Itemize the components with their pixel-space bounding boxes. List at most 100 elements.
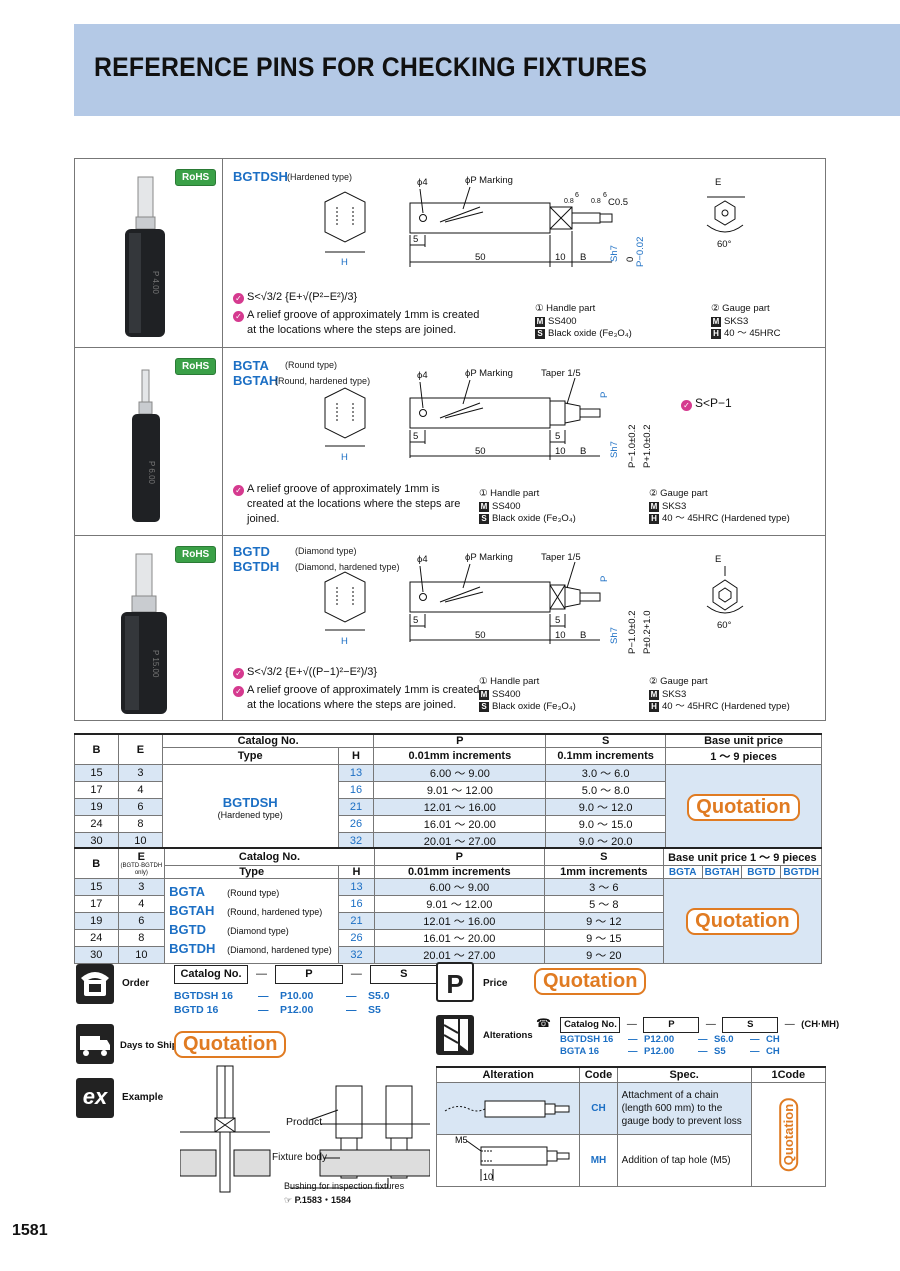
col-price: Base unit price	[665, 733, 822, 748]
table-row: CH Attachment of a chain (length 600 mm)…	[435, 1081, 827, 1187]
dim-5: 5	[413, 234, 418, 245]
dim-b: B	[580, 252, 586, 263]
alterations-table: Alteration Code Spec. 1Code CH Attachmen…	[435, 1066, 827, 1187]
alt-box-p: P	[643, 1017, 700, 1033]
dim-50: 50	[475, 252, 486, 263]
dim-p1: P−1.0±0.2	[627, 610, 638, 654]
quotation-badge: Quotation	[686, 907, 799, 935]
days-to-ship-label: Days to Ship	[120, 1040, 178, 1051]
dim-p: P	[599, 392, 610, 398]
page-number: 1581	[12, 1222, 48, 1239]
product-row-bgta: RoHS P 6.00 BGTA (Round type) BGTAH (Rou…	[75, 348, 825, 536]
quotation-badge: Quotation	[534, 968, 647, 995]
products-box: RoHS P 4.00 BGTDSH (Hardened type) H	[74, 158, 826, 721]
photo-marking: P 4.00	[151, 271, 160, 295]
col-price: Base unit price 1 ～ 9 pieces	[662, 847, 823, 866]
fixture-body-label: Fixture body	[272, 1152, 328, 1163]
alterations-label: Alterations	[483, 1030, 533, 1041]
dim-5a: 5	[413, 615, 418, 626]
note-mark-icon: ✓	[233, 668, 244, 679]
dim-50: 50	[475, 630, 486, 641]
note-line-1: ✓A relief groove of approximately 1mm is…	[233, 309, 479, 322]
dim-taper: Taper 1/5	[541, 552, 581, 563]
series-sub-bgtd: (Diamond type)	[295, 546, 357, 556]
col-p: P	[373, 733, 547, 748]
series-sub-bgtdsh: (Hardened type)	[287, 172, 353, 182]
rohs-badge: RoHS	[175, 169, 217, 186]
alt-example-1: BGTDSH 16—P12.00—S6.0—CH	[560, 1034, 780, 1045]
dim-p-zero: 0	[625, 257, 636, 262]
order-label: Order	[122, 978, 150, 989]
order-box-s: S	[369, 965, 438, 984]
pin-photo-bgtd: P 15.00	[121, 553, 167, 714]
spec-table-bgtdsh: B E Catalog No. P S Base unit price Type…	[74, 733, 822, 850]
alt-example-2: BGTA 16—P12.00—S5—CH	[560, 1046, 780, 1057]
drawing-bgtd: H ϕ4 ϕP Marking Taper 1/5 P 5 50	[324, 552, 744, 654]
dim-phip: ϕP Marking	[465, 175, 513, 186]
col-p: P	[373, 847, 545, 866]
series-code-bgtdsh: BGTDSH	[233, 169, 288, 184]
dim-p-tol: P−0.02	[635, 237, 646, 267]
pin-photo-bgtdsh: P 4.00	[125, 176, 165, 337]
dim-e: E	[715, 177, 721, 188]
example-label: Example	[122, 1092, 164, 1103]
dim-e: E	[715, 554, 721, 565]
formula-line: ✓S<√3/2 {E+√((P−1)²−E²)/3}	[233, 666, 377, 679]
dim-h: H	[341, 257, 348, 268]
col-b: B	[74, 847, 119, 879]
dim-5b: 5	[555, 615, 560, 626]
price-icon: P	[436, 962, 474, 1002]
col-s: S	[543, 847, 664, 866]
dim-phi4: ϕ4	[417, 370, 428, 381]
product-row-bgtdsh: RoHS P 4.00 BGTDSH (Hardened type) H	[75, 159, 825, 348]
note-mark-icon: ✓	[681, 400, 692, 411]
page-reference-link[interactable]: ☞ P.1583・1584	[284, 1195, 351, 1205]
formula-line: ✓S<P−1	[681, 396, 732, 411]
dim-c05: C0.5	[608, 197, 628, 208]
rohs-badge: RoHS	[175, 546, 217, 563]
note-line-2: at the locations where the steps are joi…	[247, 324, 457, 336]
order-format: Catalog No. — P — S	[174, 964, 438, 984]
col-s: S	[545, 733, 667, 748]
example-icon: ex	[76, 1078, 114, 1118]
col-1code: 1Code	[750, 1066, 827, 1083]
dim-phi4: ϕ4	[417, 554, 428, 565]
drawing-bgtdsh: H ϕ4 ϕP Marking C0.5 6 0.8 6 0.8 5	[324, 175, 745, 268]
photo-marking: P 6.00	[147, 461, 156, 485]
series-code-bgta: BGTA	[233, 358, 269, 373]
example-drawing	[180, 1065, 430, 1193]
dim-h: H	[341, 636, 348, 647]
col-p-inc: 0.01mm increments	[373, 747, 547, 765]
col-code: Code	[579, 1066, 618, 1083]
dim-m5: M5	[455, 1135, 468, 1145]
series-code-bgtd: BGTD	[233, 544, 270, 559]
col-s-inc: 0.1mm increments	[545, 747, 667, 765]
note-mark-icon: ✓	[233, 485, 244, 496]
rohs-badge: RoHS	[175, 358, 217, 375]
dim-6b: 6	[603, 192, 607, 199]
dim-sh7: Sh7	[609, 627, 620, 644]
price-value: Quotation	[534, 968, 647, 995]
note-line-2: created at the locations where the steps…	[247, 498, 461, 510]
header-bar	[74, 24, 900, 116]
note-line-1: ✓A relief groove of approximately 1mm is	[233, 483, 440, 496]
alterations-icon	[436, 1015, 474, 1055]
col-p-inc: 0.01mm increments	[373, 865, 545, 879]
dim-08b: 0.8	[591, 198, 601, 205]
alterations-format: ☎ Catalog No. — P — S — (CH·MH)	[536, 1014, 839, 1033]
series-code-bgtdh: BGTDH	[233, 559, 280, 574]
dim-phip: ϕP Marking	[465, 368, 513, 379]
col-type: Type	[161, 747, 339, 765]
order-phone-icon	[76, 964, 114, 1004]
col-b: B	[74, 733, 119, 765]
photo-marking: P 15.00	[151, 650, 160, 678]
order-example-2: BGTD 16—P12.00—S5	[174, 1004, 381, 1016]
alt-box-catalog: Catalog No.	[560, 1017, 621, 1033]
